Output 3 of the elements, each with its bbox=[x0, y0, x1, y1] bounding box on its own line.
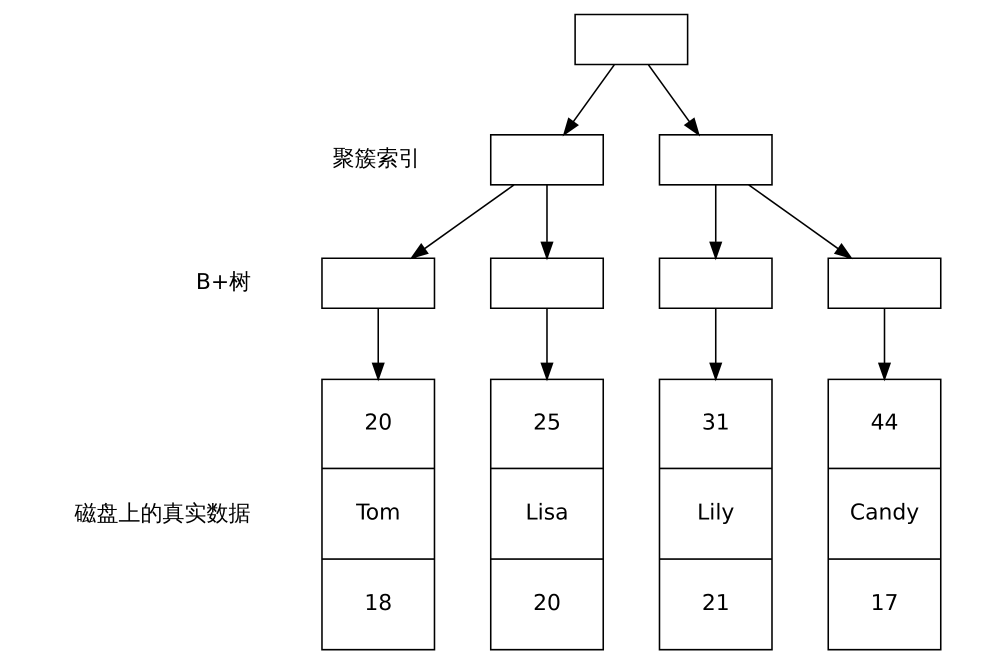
label: 聚簇索引 bbox=[332, 146, 420, 172]
label: B+树 bbox=[195, 270, 251, 296]
label: 磁盘上的真实数据 bbox=[74, 501, 250, 526]
